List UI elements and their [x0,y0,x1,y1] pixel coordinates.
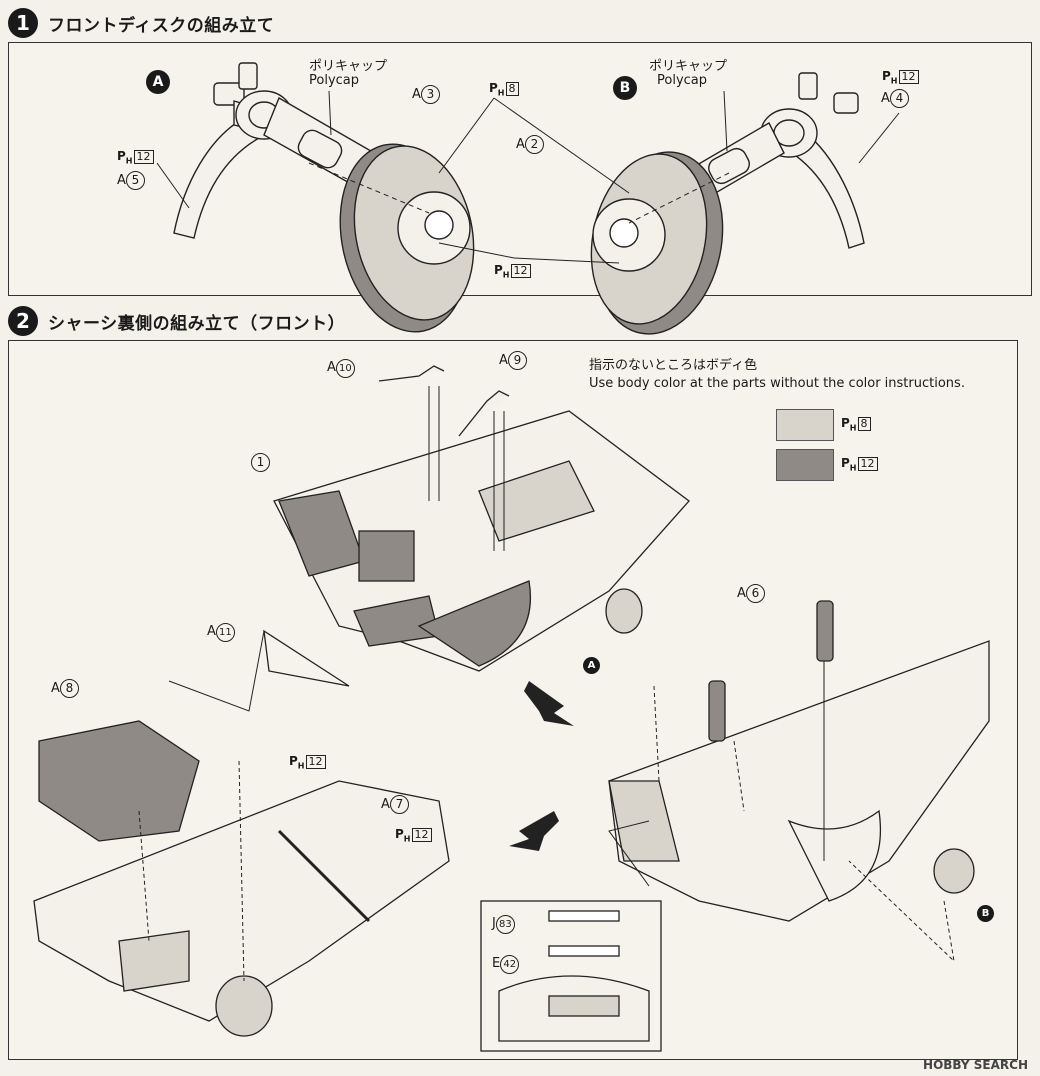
marker-a: A [146,70,170,94]
part-1-label: 1 [251,453,270,472]
front-disc-illustration [156,62,900,335]
polycap-label-left-jp: ポリキャップ [309,59,388,74]
marker-b-step2: B [977,905,994,922]
legend-swatch-ph8 [776,409,834,441]
marker-a-step2: A [583,657,600,674]
step-2-title: シャーシ裏側の組み立て（フロント） [48,313,346,334]
legend-note-en: Use body color at the parts without the … [589,376,965,391]
step-2-header: 2 シャーシ裏側の組み立て（フロント） [8,306,345,336]
polycap-label-right-jp: ポリキャップ [649,59,728,74]
step-1-title: フロントディスクの組み立て [48,15,275,36]
step-1-number: 1 [8,8,38,38]
polycap-label-right-en: Polycap [657,73,708,88]
chassis-illustration [33,365,990,1052]
step-2-number: 2 [8,306,38,336]
watermark: HOBBY SEARCH [923,1058,1028,1072]
marker-b: B [613,76,637,100]
step-1-header: 1 フロントディスクの組み立て [8,8,274,38]
step-2-panel: 指示のないところはボディ色 Use body color at the part… [8,340,1018,1060]
polycap-label-left-en: Polycap [309,73,360,88]
legend-swatch-ph12 [776,449,834,481]
legend-note-jp: 指示のないところはボディ色 [589,358,758,373]
